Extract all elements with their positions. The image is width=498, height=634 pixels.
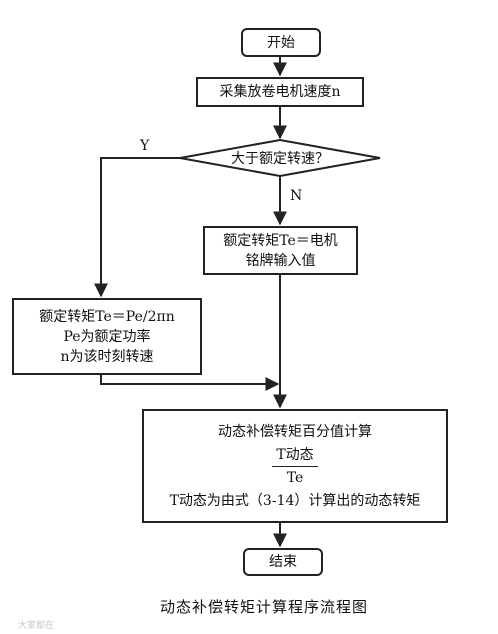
dynamic-title: 动态补偿转矩百分值计算 (218, 423, 372, 440)
dynamic-compensation-box: 动态补偿转矩百分值计算 T动态 Te T动态为由式（3-14）计算出的动态转矩 (142, 409, 448, 523)
no-label: N (290, 188, 303, 204)
start-node: 开始 (241, 28, 321, 57)
torque-calc-box: 额定转矩Te＝Pe/2πn Pe为额定功率 n为该时刻转速 (12, 298, 202, 375)
torque-calc-line3: n为该时刻转速 (60, 348, 154, 365)
yes-label: Y (140, 138, 150, 154)
rated-torque-line2: 铭牌输入值 (245, 252, 316, 269)
arrow-calc-merge (100, 375, 280, 391)
rated-torque-box: 额定转矩Te＝电机 铭牌输入值 (203, 226, 358, 275)
rated-torque-line1: 额定转矩Te＝电机 (223, 232, 338, 249)
end-label: 结束 (269, 554, 297, 570)
fraction-denominator: Te (286, 469, 304, 486)
start-label: 开始 (267, 34, 295, 51)
fraction-numerator: T动态 (272, 445, 318, 467)
torque-calc-line1: 额定转矩Te＝Pe/2πn (39, 308, 175, 325)
arrow-yes-branch (94, 157, 180, 298)
decision-label: 大于额定转速？ (231, 151, 329, 167)
dynamic-fraction: T动态 Te (272, 445, 318, 488)
end-node: 结束 (243, 548, 323, 576)
collect-speed-label: 采集放卷电机速度n (219, 84, 341, 100)
dynamic-note: T动态为由式（3-14）计算出的动态转矩 (169, 492, 421, 509)
collect-speed-box: 采集放卷电机速度n (196, 77, 364, 107)
torque-calc-line2: Pe为额定功率 (63, 328, 151, 345)
figure-caption: 动态补偿转矩计算程序流程图 (160, 598, 369, 616)
watermark-text: 大家都在 (18, 621, 55, 631)
